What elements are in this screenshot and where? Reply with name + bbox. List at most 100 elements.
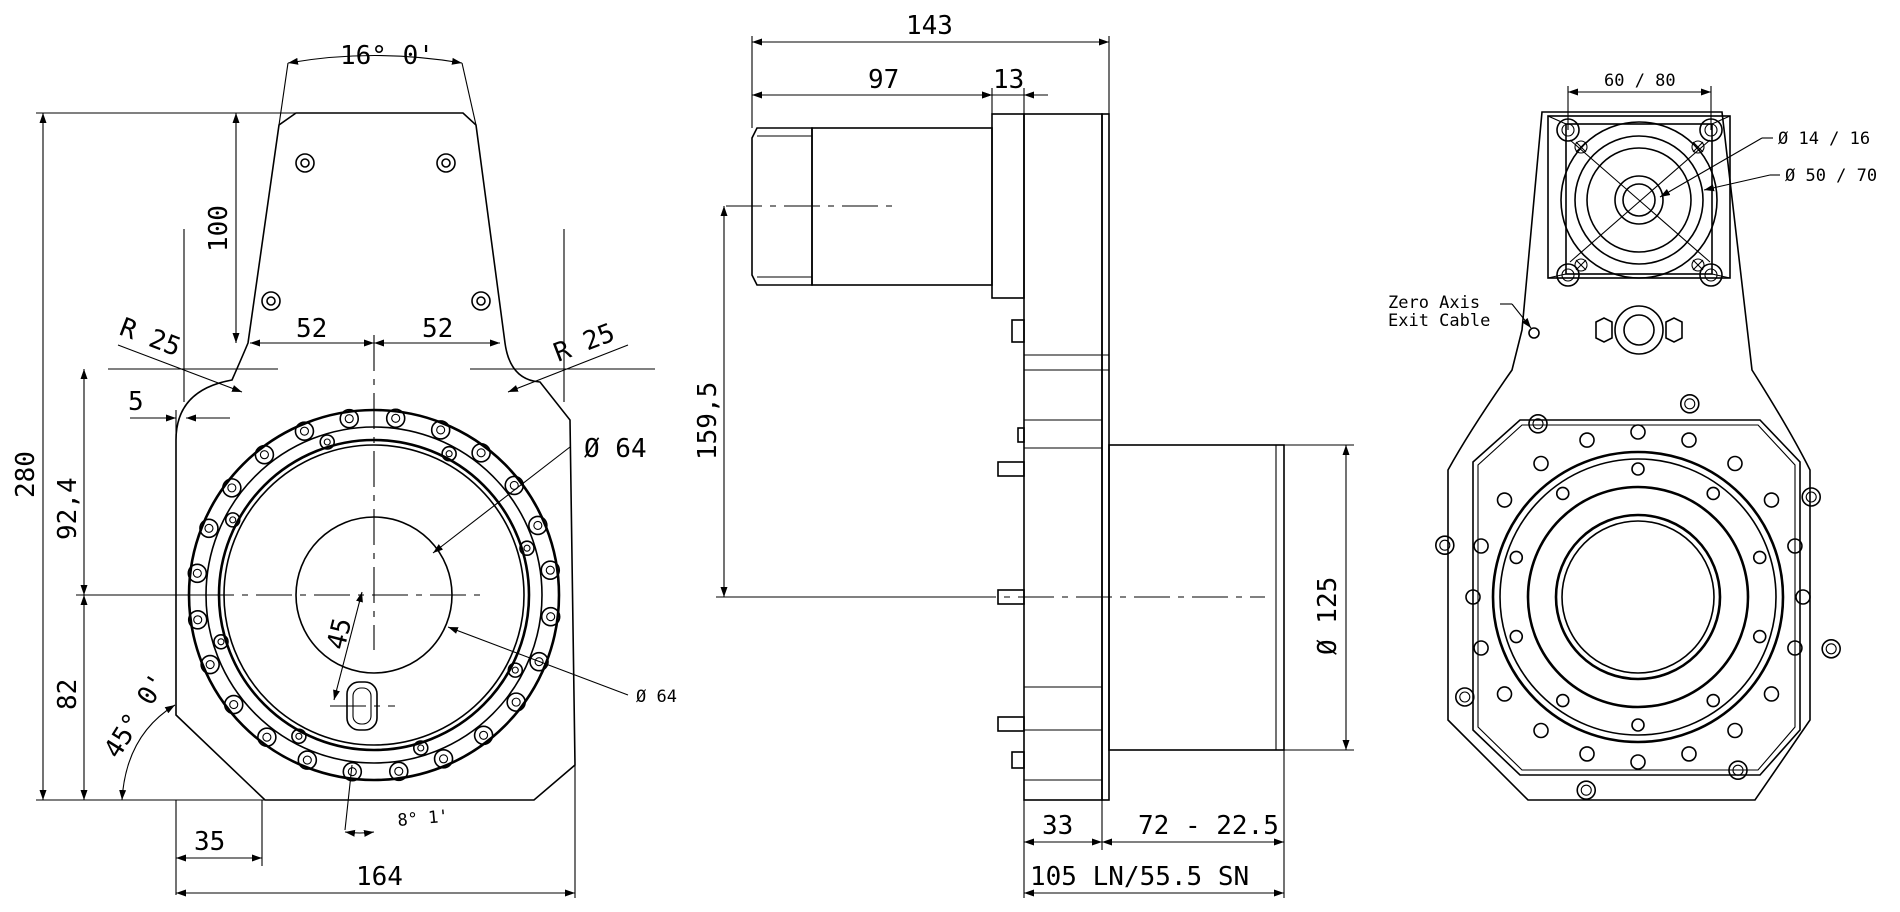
right-body-outline	[1447, 111, 1811, 801]
plate-hole	[1727, 455, 1743, 472]
inner-bolt-hole	[441, 445, 457, 462]
bolt-hole	[200, 654, 220, 675]
dim-52-left-text: 52	[296, 314, 327, 344]
plate-hole	[1579, 432, 1595, 448]
radius-left-leader	[117, 344, 243, 393]
dim-72-text: 72 - 22.5	[1138, 811, 1279, 841]
bolt-hole	[471, 443, 491, 463]
plate-hole	[1473, 640, 1489, 656]
right-flange-outer	[1491, 450, 1785, 744]
bolt-hole	[433, 749, 454, 769]
dim-105-text: 105 LN/55.5 SN	[1030, 862, 1249, 892]
flange-hole	[1555, 486, 1570, 501]
bolt-hole	[257, 727, 277, 747]
plate-bolt	[1821, 638, 1841, 659]
plate-hole	[1681, 432, 1697, 448]
bolt-hole	[199, 518, 219, 539]
dim-5-text: 5	[128, 387, 144, 417]
bolt-hole	[529, 651, 549, 672]
plate-hole	[1465, 589, 1481, 605]
bolt-hole	[297, 750, 318, 770]
plate-bolt	[1728, 760, 1748, 781]
plate-hole	[1763, 686, 1780, 702]
plate-hole	[1681, 746, 1697, 762]
right-shaft	[1622, 183, 1656, 217]
bolt-hole	[342, 761, 363, 782]
right-view: 60 / 80 Ø 14 / 16 Ø 50 / 70 Zero Axis Ex…	[1388, 71, 1877, 801]
dim-13-text: 13	[993, 65, 1024, 95]
right-inner-plate	[1472, 419, 1801, 776]
dim-97-text: 97	[868, 65, 899, 95]
flange-hole	[1555, 693, 1570, 708]
inner-bolt-hole	[224, 512, 241, 528]
bolt-hole	[254, 444, 275, 465]
motor-flange	[991, 113, 1025, 299]
bolt-hole	[222, 478, 242, 498]
zero-axis-label-2: Exit Cable	[1388, 311, 1490, 331]
left-flange-ring-3	[217, 438, 531, 752]
radius-left-text: R 25	[115, 313, 184, 363]
radius-right-leader	[507, 344, 629, 393]
plate-hole	[1496, 492, 1513, 508]
left-view: 16° 0' 100 52 52 R 25 R 25 5 280 92,4	[11, 41, 677, 898]
motor-body	[811, 127, 993, 286]
right-bore-inner	[1561, 520, 1715, 674]
plate-hole	[1630, 424, 1646, 440]
left-bore-circle	[295, 516, 453, 674]
plate-bolt	[1528, 413, 1548, 434]
flange-hole	[1752, 629, 1767, 644]
dia-14-16-text: Ø 14 / 16	[1778, 129, 1870, 149]
right-bore-outer	[1554, 513, 1722, 681]
plate-hole	[1630, 754, 1646, 770]
dim-16-arc	[287, 54, 463, 65]
dia-50-70-text: Ø 50 / 70	[1785, 166, 1877, 186]
plate-bolt	[1801, 487, 1822, 507]
dim-16-text: 16° 0'	[340, 41, 434, 71]
dim-33-text: 33	[1042, 811, 1073, 841]
plate-hole	[1795, 589, 1811, 605]
plate-hole	[1496, 686, 1513, 702]
bolt-hole	[540, 560, 561, 581]
right-flange-mid	[1526, 485, 1750, 709]
bolt-hole	[385, 408, 406, 429]
bolt-hole	[223, 694, 244, 715]
plate-hole	[1787, 538, 1803, 554]
middle-view: 143 97 13 159,5 Ø 125 33 72 - 22.5 105 L…	[693, 11, 1354, 898]
flange-hole	[1631, 462, 1645, 476]
inner-bolt-hole	[507, 662, 524, 678]
dim-8-1-text: 8° 1'	[397, 807, 450, 831]
radius-right-text: R 25	[550, 318, 619, 368]
dia-64-upper-text: Ø 64	[584, 434, 647, 464]
bolt-hole	[187, 563, 208, 584]
dim-92-4-text: 92,4	[53, 477, 83, 540]
plate-hole	[1763, 492, 1780, 508]
flange-hole	[1509, 629, 1524, 644]
inner-bolt-hole	[291, 728, 307, 745]
left-bolt-circle-holes	[187, 408, 561, 782]
plate-bolt	[1679, 394, 1700, 414]
inner-bolt-hole	[519, 540, 535, 557]
left-body-outline	[175, 112, 576, 801]
dim-45-text: 45	[322, 615, 359, 653]
dim-159-5-text: 159,5	[693, 382, 723, 460]
inner-bolt-hole	[319, 434, 336, 450]
flange-hole	[1706, 693, 1721, 708]
plate-bolt	[1435, 535, 1455, 556]
zero-axis-label-1: Zero Axis	[1388, 293, 1480, 313]
dia-125-text: Ø 125	[1313, 577, 1343, 655]
bolt-hole	[339, 408, 360, 429]
plate-hole	[1533, 455, 1549, 472]
dia-64-lower-text: Ø 64	[636, 687, 677, 707]
inner-bolt-hole	[213, 633, 229, 650]
bolt-hole	[187, 609, 208, 630]
plate-hole	[1727, 722, 1743, 739]
left-mount-screws	[261, 153, 491, 311]
bolt-hole	[473, 725, 494, 746]
flange-hole	[1509, 550, 1524, 565]
dim-45-arc	[119, 704, 176, 801]
housing-body	[1023, 113, 1103, 801]
bolt-hole	[528, 515, 548, 536]
right-bolt-holes	[1435, 394, 1841, 800]
